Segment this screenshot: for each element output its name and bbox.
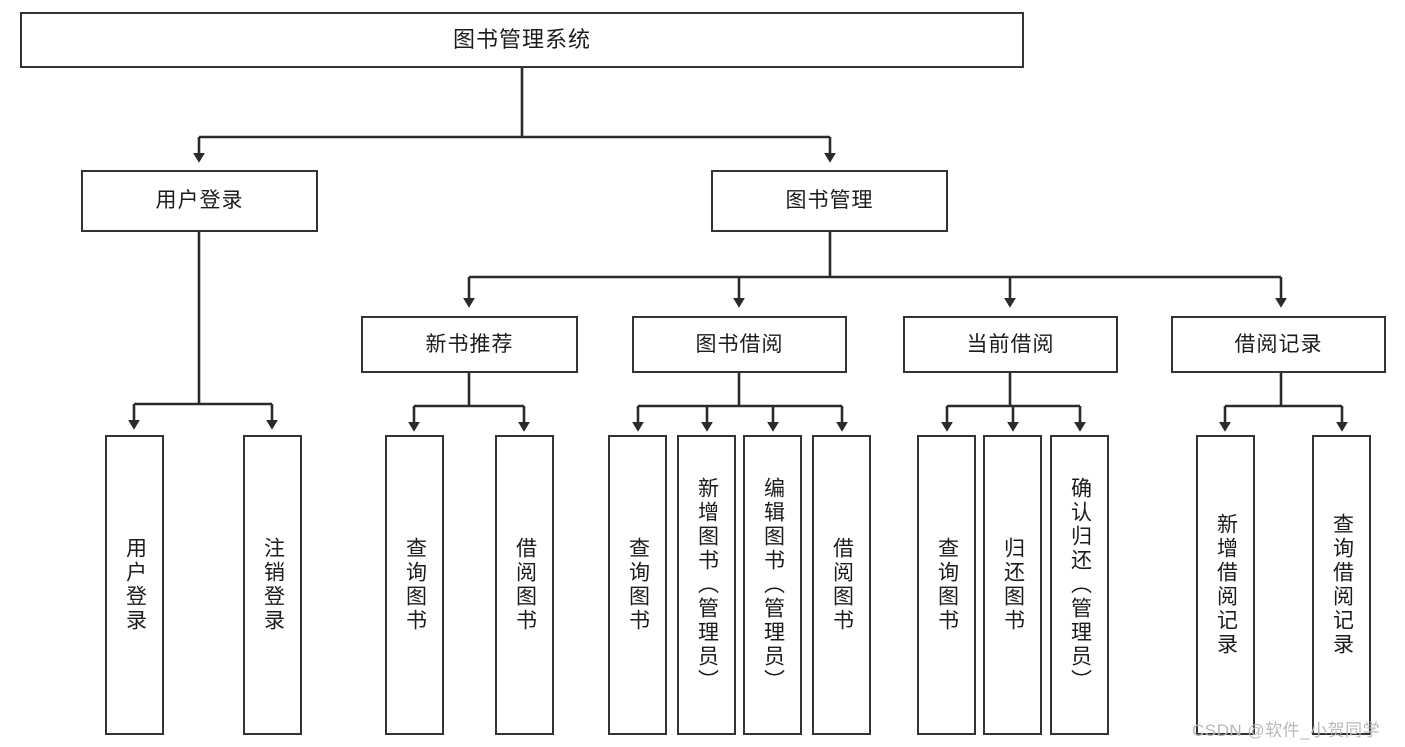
node-label: 查询图书 — [626, 537, 650, 633]
leaf-recommend-query-book[interactable]: 查询图书 — [385, 435, 444, 735]
node-label: 借阅记录 — [1234, 332, 1323, 356]
leaf-current-return-book[interactable]: 归还图书 — [983, 435, 1042, 735]
node-label: 查询图书 — [935, 537, 959, 633]
node-label: 借阅图书 — [830, 537, 854, 633]
leaf-user-login[interactable]: 用户登录 — [105, 435, 164, 735]
node-book-borrow[interactable]: 图书借阅 — [632, 316, 847, 373]
leaf-borrow-edit-book-admin[interactable]: 编辑图书（管理员） — [743, 435, 802, 735]
node-label: 新增借阅记录 — [1214, 513, 1238, 657]
node-label: 注销登录 — [261, 537, 285, 633]
node-label: 图书借阅 — [695, 332, 784, 356]
csdn-watermark: CSDN @软件_小贺同学 — [1192, 721, 1381, 740]
node-user-login[interactable]: 用户登录 — [81, 170, 318, 232]
node-label: 新增图书（管理员） — [695, 477, 719, 693]
node-label: 当前借阅 — [966, 332, 1055, 356]
leaf-current-confirm-return-admin[interactable]: 确认归还（管理员） — [1050, 435, 1109, 735]
node-label: 图书管理 — [785, 189, 874, 213]
leaf-record-add-record[interactable]: 新增借阅记录 — [1196, 435, 1255, 735]
node-current-borrow[interactable]: 当前借阅 — [903, 316, 1118, 373]
leaf-current-query-book[interactable]: 查询图书 — [917, 435, 976, 735]
node-label: 用户登录 — [123, 537, 147, 633]
node-label: 查询图书 — [403, 537, 427, 633]
leaf-user-logout[interactable]: 注销登录 — [243, 435, 302, 735]
leaf-borrow-add-book-admin[interactable]: 新增图书（管理员） — [677, 435, 736, 735]
node-root-system[interactable]: 图书管理系统 — [20, 12, 1024, 68]
leaf-record-query-record[interactable]: 查询借阅记录 — [1312, 435, 1371, 735]
node-book-management[interactable]: 图书管理 — [711, 170, 948, 232]
leaf-borrow-borrow-book[interactable]: 借阅图书 — [812, 435, 871, 735]
node-label: 用户登录 — [155, 189, 244, 213]
node-label: 借阅图书 — [513, 537, 537, 633]
node-label: 查询借阅记录 — [1330, 513, 1354, 657]
leaf-recommend-borrow-book[interactable]: 借阅图书 — [495, 435, 554, 735]
node-label: 新书推荐 — [425, 332, 514, 356]
node-borrow-record[interactable]: 借阅记录 — [1171, 316, 1386, 373]
leaf-borrow-query-book[interactable]: 查询图书 — [608, 435, 667, 735]
node-label: 确认归还（管理员） — [1068, 477, 1092, 693]
node-label: 编辑图书（管理员） — [761, 477, 785, 693]
node-label: 图书管理系统 — [452, 26, 591, 52]
node-new-book-recommend[interactable]: 新书推荐 — [361, 316, 578, 373]
node-label: 归还图书 — [1001, 537, 1025, 633]
